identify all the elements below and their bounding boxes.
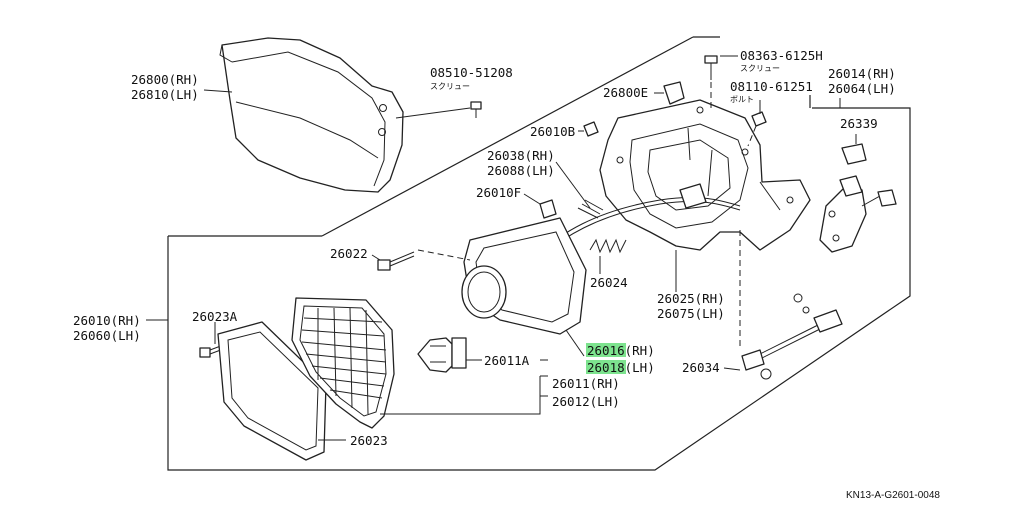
part-labels: 26800(RH) 26810(LH) 08510-51208 スクリュー 08… [73,48,896,448]
highlight-26016-26018 [586,343,626,374]
label-08363: 08363-6125H [740,48,823,63]
label-26010f: 26010F [476,185,521,200]
nut-26010b [578,121,599,137]
reference-code: KN13-A-G2601-0048 [846,490,940,501]
label-26023: 26023 [350,433,388,448]
label-26011: 26011(RH) [552,376,620,391]
label-26034: 26034 [682,360,720,375]
headlamp-housing-bracket [599,99,811,251]
clip-26010f [523,193,557,219]
label-08510: 08510-51208 [430,65,513,80]
kana-08510: スクリュー [430,82,470,91]
label-26060: 26060(LH) [73,328,141,343]
label-26023a: 26023A [192,309,238,324]
label-26025: 26025(RH) [657,291,725,306]
label-26064: 26064(LH) [828,81,896,96]
screw-26022 [371,249,471,271]
leveling-actuator [819,98,897,253]
assembly-frame [167,36,911,471]
clip-26800e [654,81,685,105]
grommet-26339 [841,134,867,165]
headlamp-bulb [417,337,548,373]
link-rod-26034 [723,230,843,380]
spring-26024 [589,238,627,274]
lens-grid [301,307,387,415]
label-26800e: 26800E [603,85,648,100]
label-26024: 26024 [590,275,628,290]
label-26075: 26075(LH) [657,306,725,321]
adjusting-screw-26038 [555,161,604,219]
label-26088: 26088(LH) [487,163,555,178]
kana-08363: スクリュー [740,64,780,73]
label-26016: 26016(RH) [587,343,655,358]
label-26011a: 26011A [484,353,530,368]
headlamp-protector [219,37,404,193]
highlight-26016 [586,343,626,357]
label-08110: 08110-61251 [730,79,813,94]
label-26038: 26038(RH) [487,148,555,163]
sealed-beam-unit [291,297,548,429]
label-26339: 26339 [840,116,878,131]
label-26018: 26018(LH) [587,360,655,375]
retaining-ring-26023 [217,321,346,461]
highlight-26018 [586,360,626,374]
lamp-mounting-ring [461,217,587,357]
label-26010: 26010(RH) [73,313,141,328]
screw-08363 [704,55,738,112]
label-26800: 26800(RH) [131,72,199,87]
screw-08510 [395,101,482,119]
label-26010b: 26010B [530,124,575,139]
label-26012: 26012(LH) [552,394,620,409]
label-26810: 26810(LH) [131,87,199,102]
label-26022: 26022 [330,246,368,261]
label-26014: 26014(RH) [828,66,896,81]
kana-08110: ボルト [730,95,754,104]
bolt-08110 [747,100,767,147]
leader-lines [146,89,677,321]
